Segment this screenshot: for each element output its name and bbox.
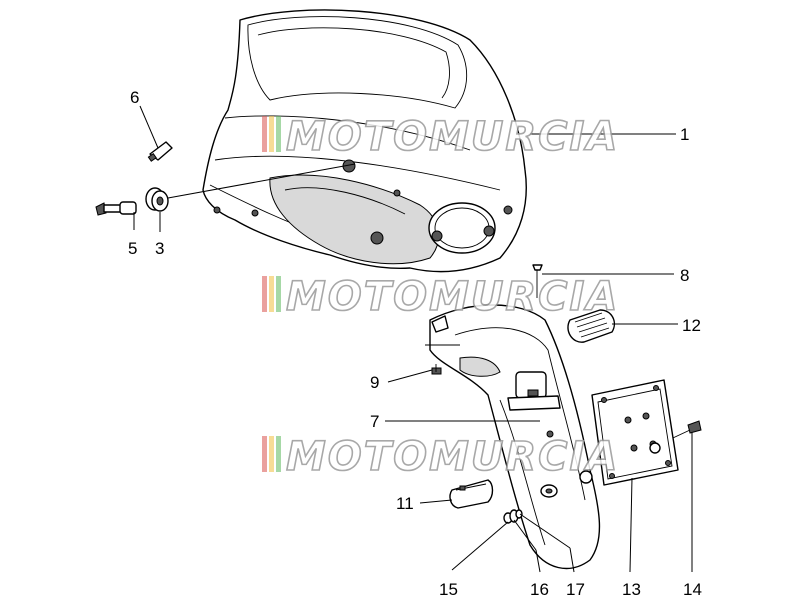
watermark-1: MOTOMURCIA [262, 113, 619, 161]
screw-9 [431, 364, 442, 375]
watermark-text: MOTOMURCIA [286, 274, 619, 320]
callout-13: 13 [622, 580, 641, 599]
callout-11: 11 [396, 494, 414, 513]
callout-16: 16 [530, 580, 549, 599]
callout-15: 15 [439, 580, 458, 599]
watermark-stripe-red [262, 276, 267, 312]
watermark-text: MOTOMURCIA [286, 114, 619, 160]
callout-1: 1 [680, 125, 689, 144]
screw-8 [532, 264, 543, 298]
watermark-stripe-red [262, 116, 267, 152]
callout-12: 12 [682, 316, 701, 335]
washers [503, 509, 523, 524]
rear-mudguard [425, 304, 601, 570]
callout-3: 3 [155, 239, 164, 258]
watermark-2: MOTOMURCIA [262, 273, 619, 321]
grommet-3 [145, 187, 169, 212]
plate-holder [579, 379, 679, 486]
reflector [567, 309, 616, 343]
watermark-3: MOTOMURCIA [262, 433, 619, 481]
watermark-stripe-green [276, 116, 281, 152]
rear-body-shell [202, 9, 527, 273]
watermark-stripe-red [262, 436, 267, 472]
watermark-stripe-yellow [269, 436, 274, 472]
leader-lines [133, 105, 693, 573]
watermark-text: MOTOMURCIA [286, 434, 619, 480]
callout-14: 14 [683, 580, 702, 599]
fastener-6 [147, 141, 173, 162]
plate-light [449, 479, 494, 509]
watermark-stripe-green [276, 436, 281, 472]
screw-5 [95, 201, 137, 216]
watermark-stripe-yellow [269, 116, 274, 152]
callout-7: 7 [370, 412, 379, 431]
callouts: 1 3 5 6 7 8 9 11 12 13 14 15 16 17 [128, 88, 702, 599]
callout-9: 9 [370, 373, 379, 392]
watermark-stripe-green [276, 276, 281, 312]
callout-6: 6 [130, 88, 139, 107]
callout-8: 8 [680, 266, 689, 285]
callout-17: 17 [566, 580, 585, 599]
watermark-stripe-yellow [269, 276, 274, 312]
callout-5: 5 [128, 239, 137, 258]
